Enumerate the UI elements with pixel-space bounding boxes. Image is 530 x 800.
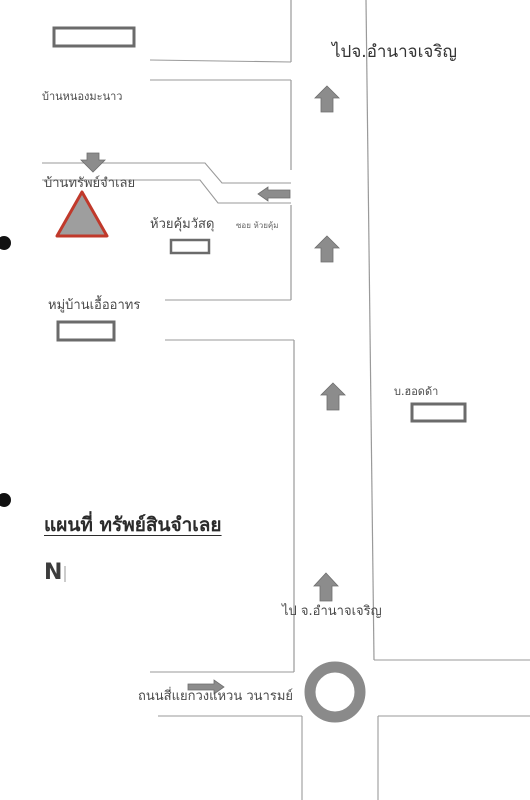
property-triangle-marker <box>55 190 109 238</box>
up-arrow-icon <box>320 382 346 411</box>
label-huai-khum-watsadu: ห้วยคุ้มวัสดุ <box>150 217 215 232</box>
landmark-box-mu-ban <box>56 320 116 342</box>
main-road <box>290 0 375 672</box>
binder-hole <box>0 236 11 250</box>
landmark-box-top <box>52 26 136 48</box>
roundabout <box>304 661 366 723</box>
up-arrow-icon <box>314 85 340 113</box>
up-arrow-icon <box>313 572 339 602</box>
up-arrow-icon <box>314 235 340 263</box>
down-arrow-icon <box>80 152 106 173</box>
label-mu-ban-ueaarthon: หมู่บ้านเอื้ออาทร <box>48 298 141 313</box>
label-road-roundabout: ถนนสี่แยกวงแหวน วนารมย์ <box>138 689 294 704</box>
landmark-box-hot-da <box>410 402 467 423</box>
label-ban-sap-chamloei: บ้านทรัพย์จำเลย <box>44 176 136 191</box>
side-roads <box>42 59 530 800</box>
right-arrow-icon <box>187 679 225 695</box>
binder-hole <box>0 493 11 507</box>
label-to-amnat-bottom: ไป จ.อำนาจเจริญ <box>282 604 382 619</box>
label-soi-huai-khum: ซอย ห้วยคุ้ม <box>236 221 279 230</box>
left-arrow-icon <box>257 186 291 202</box>
label-to-amnat-top: ไปจ.อำนาจเจริญ <box>332 42 457 62</box>
north-label: N <box>44 560 63 585</box>
label-ban-hot-da: บ.ฮอดด้า <box>394 385 439 398</box>
label-ban-nong-manao: บ้านหนองมะนาว <box>42 90 123 103</box>
landmark-box-huai-khum <box>169 238 211 255</box>
map-title: แผนที่ ทรัพย์สินจำเลย <box>44 514 222 536</box>
